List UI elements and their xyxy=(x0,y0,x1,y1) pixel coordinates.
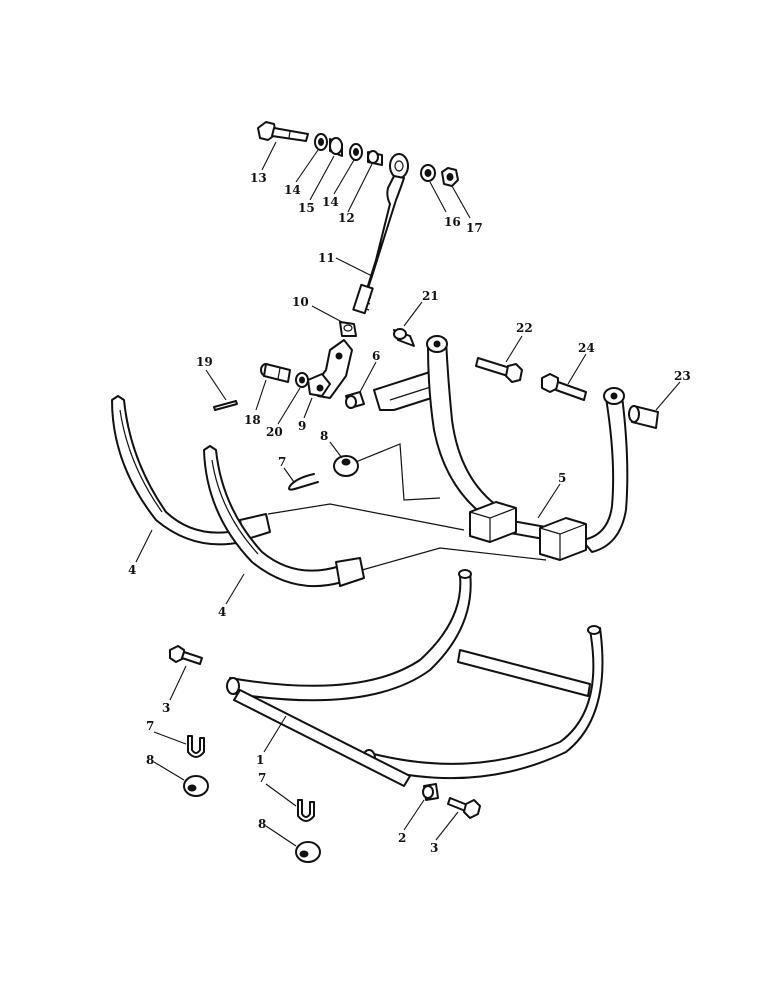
part-15-bushing xyxy=(329,137,343,157)
assembly-lines xyxy=(267,443,547,571)
part-4-tine-front xyxy=(203,445,365,588)
callout-2: 2 xyxy=(398,831,406,845)
callout-21: 21 xyxy=(422,289,439,303)
callout-20: 20 xyxy=(266,425,283,439)
callout-11: 11 xyxy=(318,251,335,265)
callout-5: 5 xyxy=(558,471,566,485)
callout-14: 14 xyxy=(284,183,301,197)
part-1-lower-frame xyxy=(226,569,604,787)
part-8-mount-b xyxy=(183,775,209,797)
part-8-mount-c xyxy=(295,841,321,863)
part-17-nut xyxy=(441,167,459,187)
part-7-u-bolt-c xyxy=(297,799,315,822)
callout-9: 9 xyxy=(298,419,306,433)
part-8-mount-upper xyxy=(333,455,359,477)
callout-3: 3 xyxy=(162,701,170,715)
part-23-bushing xyxy=(628,405,659,429)
part-11-rod xyxy=(352,153,409,315)
callout-19: 19 xyxy=(196,355,213,369)
callout-3: 3 xyxy=(430,841,438,855)
part-3-bolt-b xyxy=(447,797,481,819)
callout-10: 10 xyxy=(292,295,309,309)
callout-16: 16 xyxy=(444,215,461,229)
callout-7: 7 xyxy=(278,455,286,469)
part-2-bushing xyxy=(422,783,439,801)
callout-6: 6 xyxy=(372,349,380,363)
part-24-bolt xyxy=(541,373,587,401)
part-20-washer xyxy=(295,372,309,388)
part-16-washer xyxy=(420,164,436,182)
part-19-cotter-pin xyxy=(213,400,238,411)
callout-12: 12 xyxy=(338,211,355,225)
callout-14: 14 xyxy=(322,195,339,209)
leader-lines xyxy=(135,141,681,847)
callout-13: 13 xyxy=(250,171,267,185)
part-14-washer-b xyxy=(349,143,363,161)
callout-8: 8 xyxy=(258,817,266,831)
callout-18: 18 xyxy=(244,413,261,427)
part-21-bushing xyxy=(393,328,415,347)
part-14-washer-a xyxy=(314,133,328,151)
part-3-bolt-a xyxy=(169,645,203,665)
callout-8: 8 xyxy=(146,753,154,767)
callout-7: 7 xyxy=(258,771,266,785)
callout-7: 7 xyxy=(146,719,154,733)
part-7-u-bolt-b xyxy=(187,735,205,758)
part-12-spacer xyxy=(367,150,383,166)
part-18-pin xyxy=(260,363,291,383)
callout-17: 17 xyxy=(466,221,483,235)
part-7-u-bolt-upper xyxy=(288,473,319,491)
callout-8: 8 xyxy=(320,429,328,443)
callout-15: 15 xyxy=(298,201,315,215)
callout-1: 1 xyxy=(256,753,264,767)
callout-23: 23 xyxy=(674,369,691,383)
part-22-bolt xyxy=(475,357,523,383)
callout-4: 4 xyxy=(128,563,136,577)
part-5-frame xyxy=(373,335,629,561)
callout-4: 4 xyxy=(218,605,226,619)
part-10-nut xyxy=(339,321,357,337)
callout-22: 22 xyxy=(516,321,533,335)
callout-labels: 13 14 15 14 12 16 17 11 10 21 22 24 23 1… xyxy=(128,171,691,855)
callout-24: 24 xyxy=(578,341,595,355)
part-13-bolt xyxy=(257,121,309,142)
part-9-clevis xyxy=(307,339,353,399)
part-6-bushing xyxy=(345,391,365,409)
